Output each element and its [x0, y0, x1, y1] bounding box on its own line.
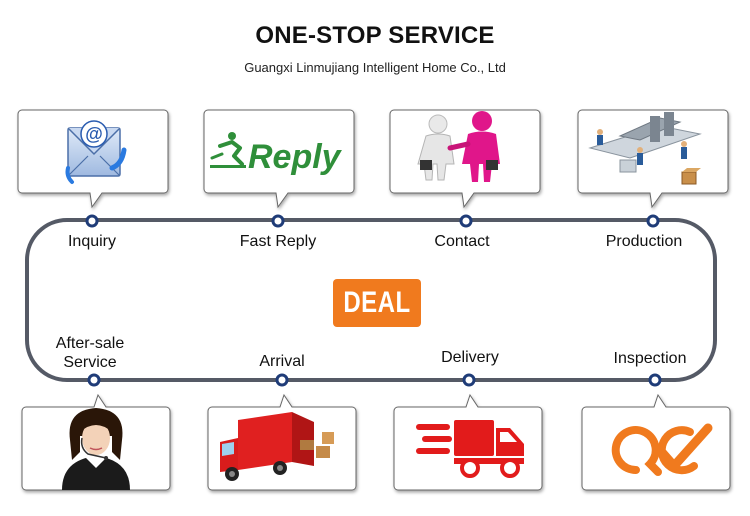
process-track: [25, 218, 717, 382]
callout-fast-reply: [203, 109, 355, 209]
node-after-sale: [87, 373, 101, 387]
page-subtitle: Guangxi Linmujiang Intelligent Home Co.,…: [244, 60, 506, 75]
node-contact: [459, 214, 473, 228]
step-label-production: Production: [605, 233, 683, 250]
step-label-arrival: Arrival: [259, 353, 305, 370]
step-label-contact: Contact: [434, 233, 490, 250]
fast-delivery-truck-icon: [416, 420, 524, 478]
node-delivery: [462, 373, 476, 387]
svg-text:@: @: [85, 124, 103, 144]
delivery-truck-icon: [220, 412, 334, 481]
deal-label: DEAL: [343, 285, 411, 320]
page-title: ONE-STOP SERVICE: [255, 22, 495, 49]
deal-badge: DEAL: [333, 279, 421, 327]
node-arrival: [275, 373, 289, 387]
reply-logo-text: Reply: [248, 138, 343, 176]
handshake-icon: [417, 111, 500, 182]
step-label-inquiry: Inquiry: [67, 233, 117, 250]
node-inquiry: [85, 214, 99, 228]
step-label-inspection: Inspection: [613, 350, 687, 367]
step-label-fast-reply: Fast Reply: [239, 233, 317, 250]
qc-check-icon: [611, 423, 713, 476]
node-fast-reply: [271, 214, 285, 228]
step-label-after-sale: After-sale Service: [44, 334, 136, 372]
step-label-after-sale-line1: After-sale: [55, 335, 125, 352]
reply-logo-icon: Reply: [210, 132, 343, 176]
customer-service-agent-icon: [62, 408, 130, 490]
step-label-after-sale-line2: Service: [63, 354, 117, 371]
email-envelope-icon: @: [65, 120, 127, 184]
node-production: [646, 214, 660, 228]
step-label-delivery: Delivery: [441, 349, 499, 366]
factory-line-icon: [588, 112, 702, 185]
node-inspection: [648, 373, 662, 387]
